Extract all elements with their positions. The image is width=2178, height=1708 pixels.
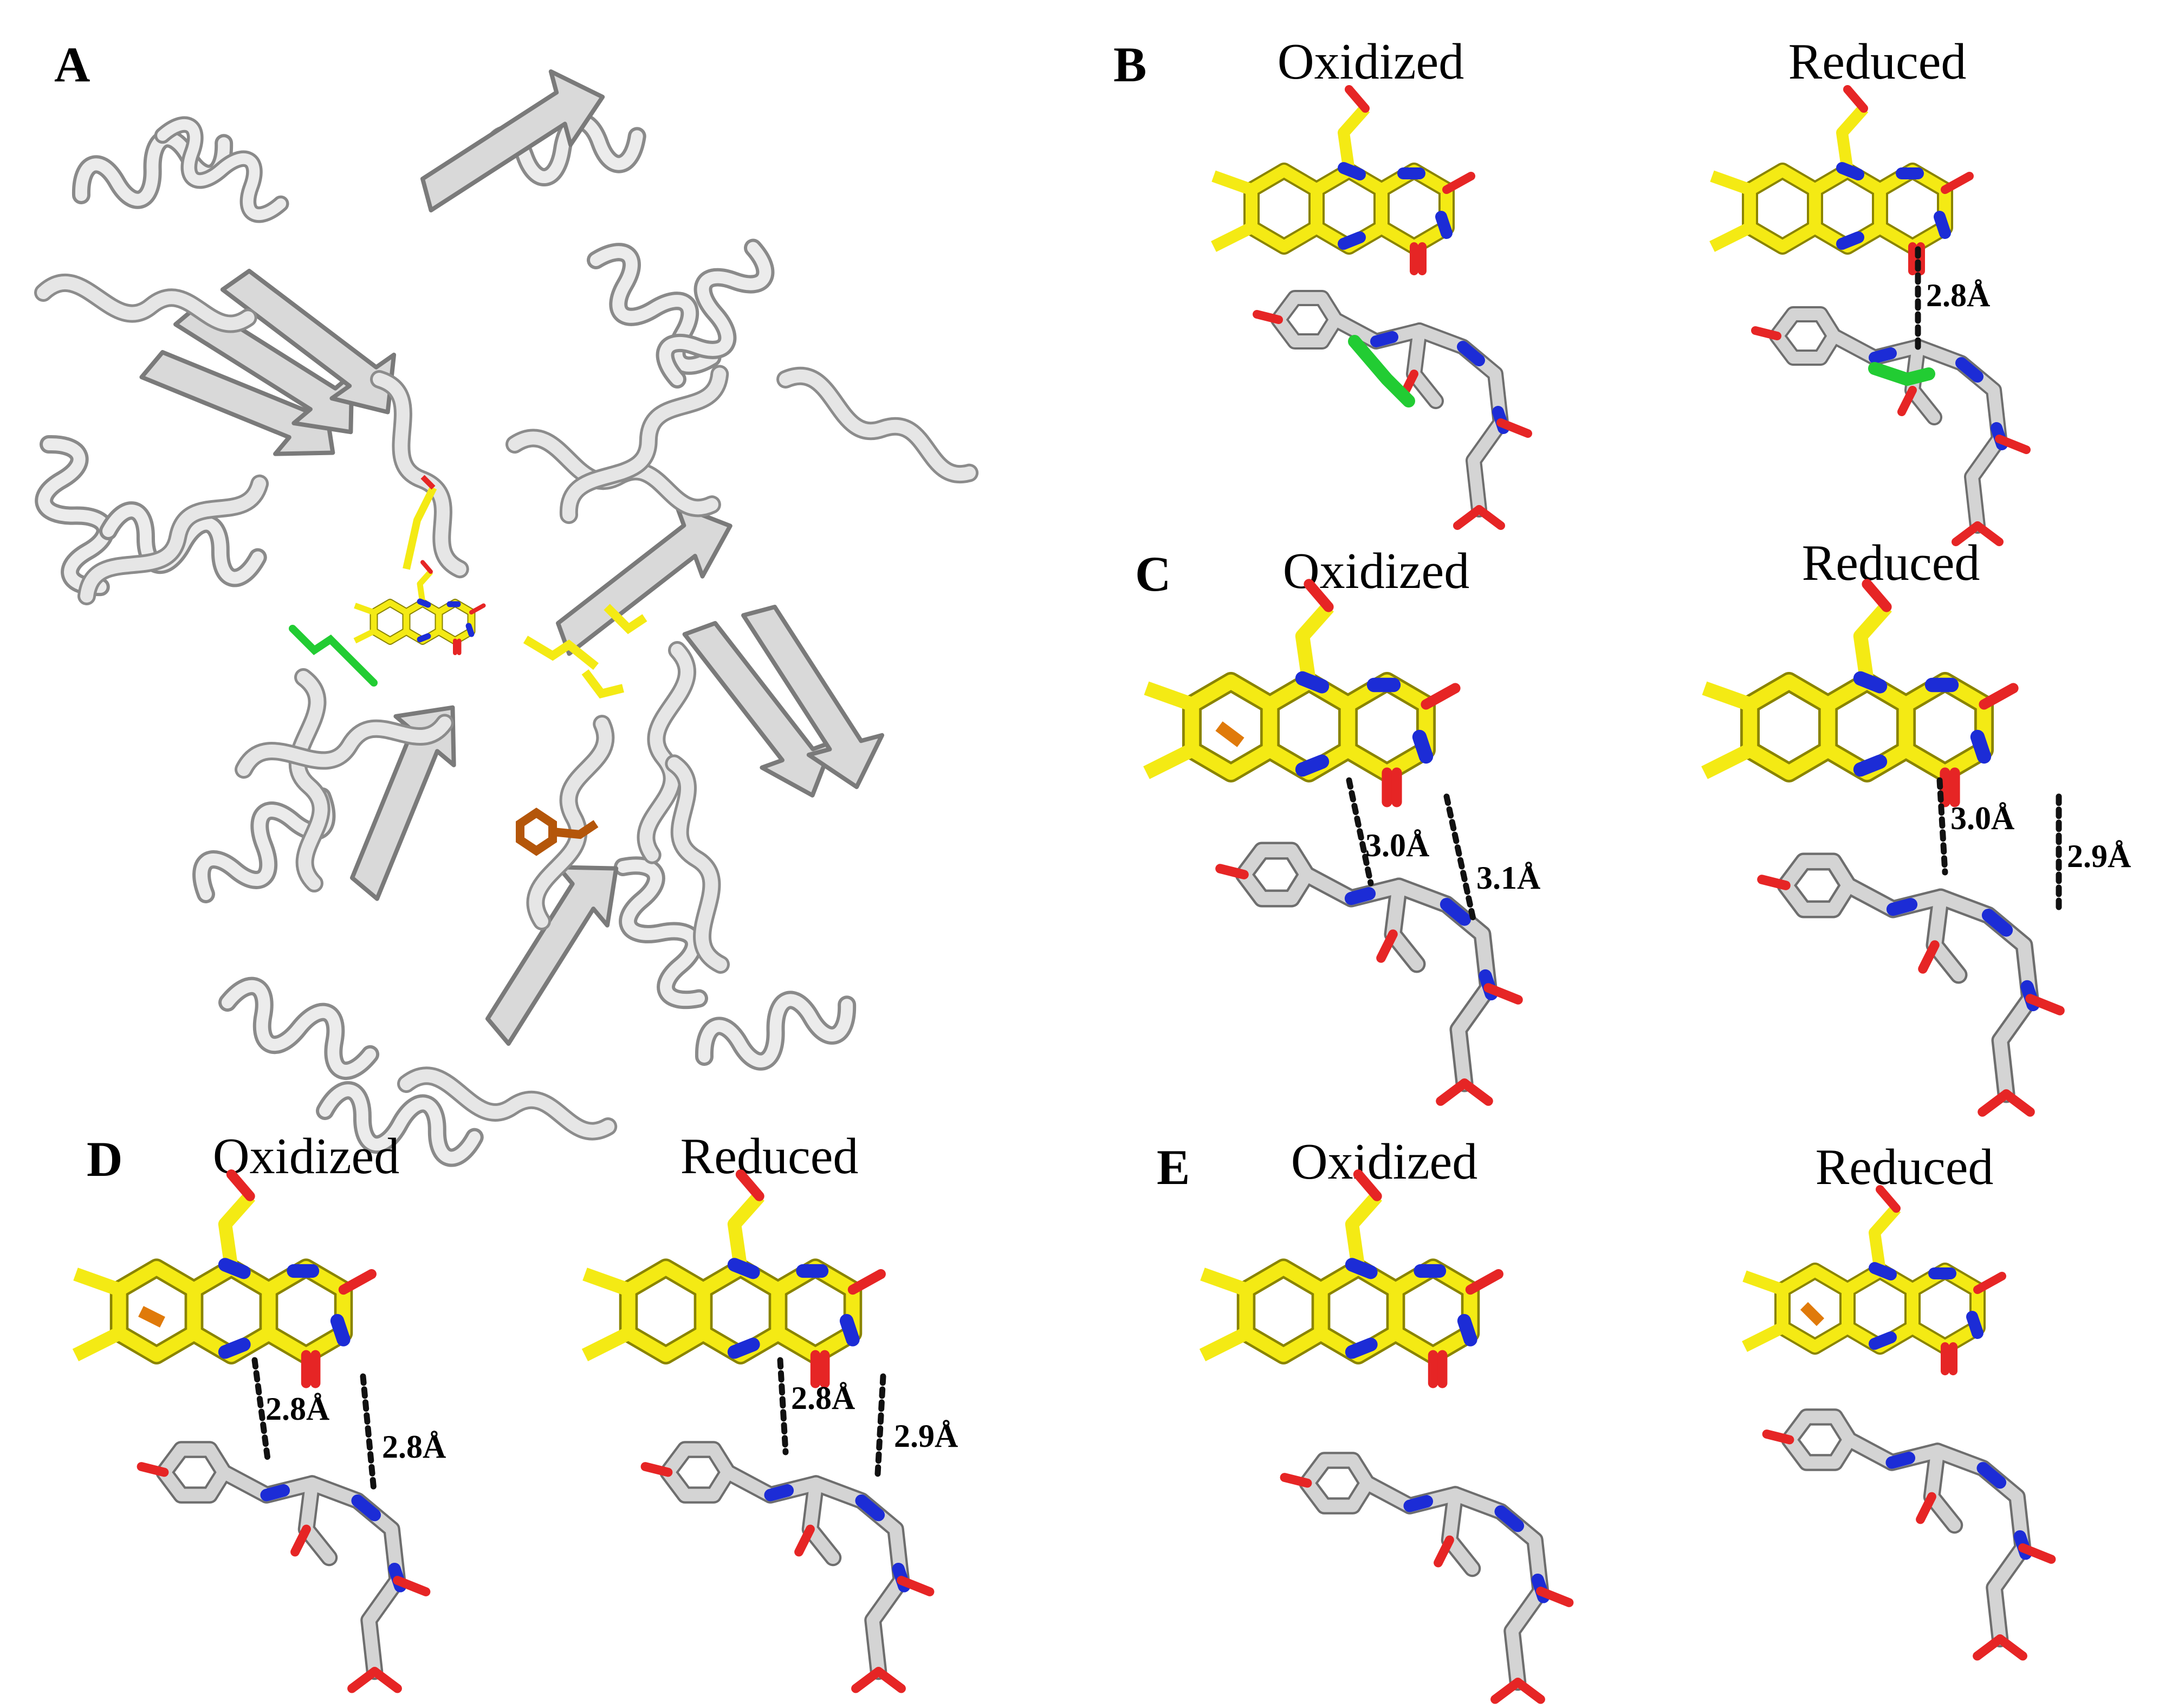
fad-ligand [355,475,484,653]
yellow-residues [523,604,647,699]
distance-label: 2.9Å [894,1418,958,1454]
distance-label: 2.8Å [265,1391,329,1427]
panel-d-reduced-structure: 2.8Å 2.9Å [585,1174,958,1688]
distance-label: 2.8Å [791,1380,855,1416]
panel-e-title-oxidized: Oxidized [1291,1134,1478,1190]
panel-d-title-reduced: Reduced [680,1128,859,1185]
hbond-line [251,1357,271,1466]
hbond-line [1443,793,1477,924]
green-loop [289,625,378,687]
orange-residue [516,807,599,856]
panel-c-reduced-structure: 3.0Å 2.9Å [1704,584,2131,1112]
panel-b-oxidized-structure [1214,89,1528,526]
panel-d-title-oxidized: Oxidized [213,1128,400,1185]
distance-label: 3.1Å [1476,860,1540,896]
panel-a: A [26,37,973,1161]
distance-label: 2.8Å [382,1429,446,1465]
panel-d: D Oxidized Reduced 2.8Å 2.8Å 2.8Å 2.9Å [76,1128,958,1688]
panel-e-reduced-structure [1745,1189,2051,1656]
panel-e: E Oxidized Reduced [1157,1134,2051,1699]
hbond-line [777,1357,789,1455]
panel-label-d: D [87,1131,122,1187]
panel-label-b: B [1113,37,1146,92]
panel-e-oxidized-structure [1203,1174,1570,1699]
hbond-line [360,1373,377,1493]
distance-label: 2.9Å [2067,838,2131,874]
panel-e-title-reduced: Reduced [1816,1139,1994,1195]
distance-label: 2.8Å [1926,277,1990,313]
panel-c-oxidized-structure: 3.0Å 3.1Å [1146,584,1540,1101]
panel-b-title-oxidized: Oxidized [1278,34,1464,90]
protein-cartoon [26,60,973,1161]
panel-c: C Oxidized Reduced 3.0Å 3.1Å 3.0Å 2.9Å [1135,535,2131,1112]
panel-label-a: A [54,37,90,92]
panel-label-c: C [1135,546,1171,601]
panel-b-reduced-structure: 2.8Å [1712,89,2026,542]
panel-label-e: E [1157,1140,1190,1195]
panel-b: B Oxidized Reduced 2.8Å [1113,34,2026,542]
panel-d-oxidized-structure: 2.8Å 2.8Å [76,1174,446,1688]
panel-b-title-reduced: Reduced [1788,34,1967,90]
hbond-line [1346,777,1374,887]
distance-label: 3.0Å [1950,800,2014,836]
panel-c-title-reduced: Reduced [1802,535,1980,591]
hbond-line [874,1373,886,1477]
distance-label: 3.0Å [1365,827,1429,863]
hbond-line [1936,777,1948,876]
